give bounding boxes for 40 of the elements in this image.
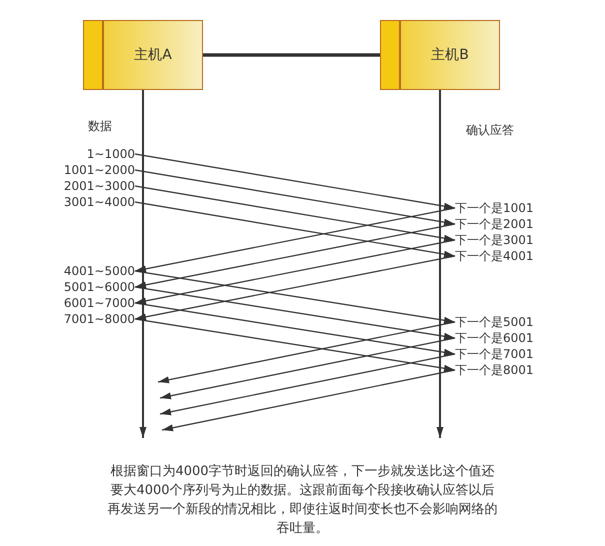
message-arrow [134, 201, 456, 258]
ack-label: 下一个是6001 [455, 330, 543, 346]
message-arrow [134, 302, 456, 356]
column-heading: 数据 [88, 118, 112, 135]
message-arrow [134, 270, 456, 324]
message-arrow [160, 337, 456, 400]
message-arrow [134, 169, 456, 226]
message-arrow [162, 369, 456, 432]
message-arrow [134, 286, 456, 340]
ack-label: 下一个是5001 [455, 314, 543, 330]
caption-text: 根据窗口为4000字节时返回的确认应答，下一步就发送比这个值还要大4000个序列号为止的数据。这跟前面每个段接收确认应答以后再发送另一个新段的情况相比，即使往返时间变长也不会影响网络的吞吐量。 [106, 463, 498, 538]
ack-label: 下一个是1001 [455, 200, 543, 216]
ack-label: 下一个是3001 [455, 232, 543, 248]
ack-label: 下一个是2001 [455, 216, 543, 232]
message-arrow [134, 223, 456, 290]
message-arrow [134, 207, 456, 274]
host-box: 主机B [380, 20, 500, 90]
data-range-label: 7001~8000 [55, 311, 135, 327]
ack-label: 下一个是4001 [455, 248, 543, 264]
message-arrow [160, 353, 456, 416]
ack-label: 下一个是7001 [455, 346, 543, 362]
message-arrow [134, 255, 456, 322]
timeline-arrow [140, 90, 146, 438]
timeline-arrow [436, 90, 444, 438]
data-range-label: 1001~2000 [55, 162, 135, 178]
message-arrow [134, 318, 456, 372]
data-range-label: 1~1000 [55, 146, 135, 162]
connection-line [203, 53, 380, 57]
data-range-label: 4001~5000 [55, 263, 135, 279]
message-arrow [134, 185, 456, 242]
message-arrow [134, 239, 456, 306]
data-range-label: 2001~3000 [55, 178, 135, 194]
message-arrow [158, 321, 456, 384]
ack-label: 下一个是8001 [455, 362, 543, 378]
column-heading: 确认应答 [466, 122, 514, 139]
data-range-label: 5001~6000 [55, 279, 135, 295]
data-range-label: 6001~7000 [55, 295, 135, 311]
host-box: 主机A [83, 20, 203, 90]
data-range-label: 3001~4000 [55, 194, 135, 210]
message-arrow [134, 153, 456, 210]
